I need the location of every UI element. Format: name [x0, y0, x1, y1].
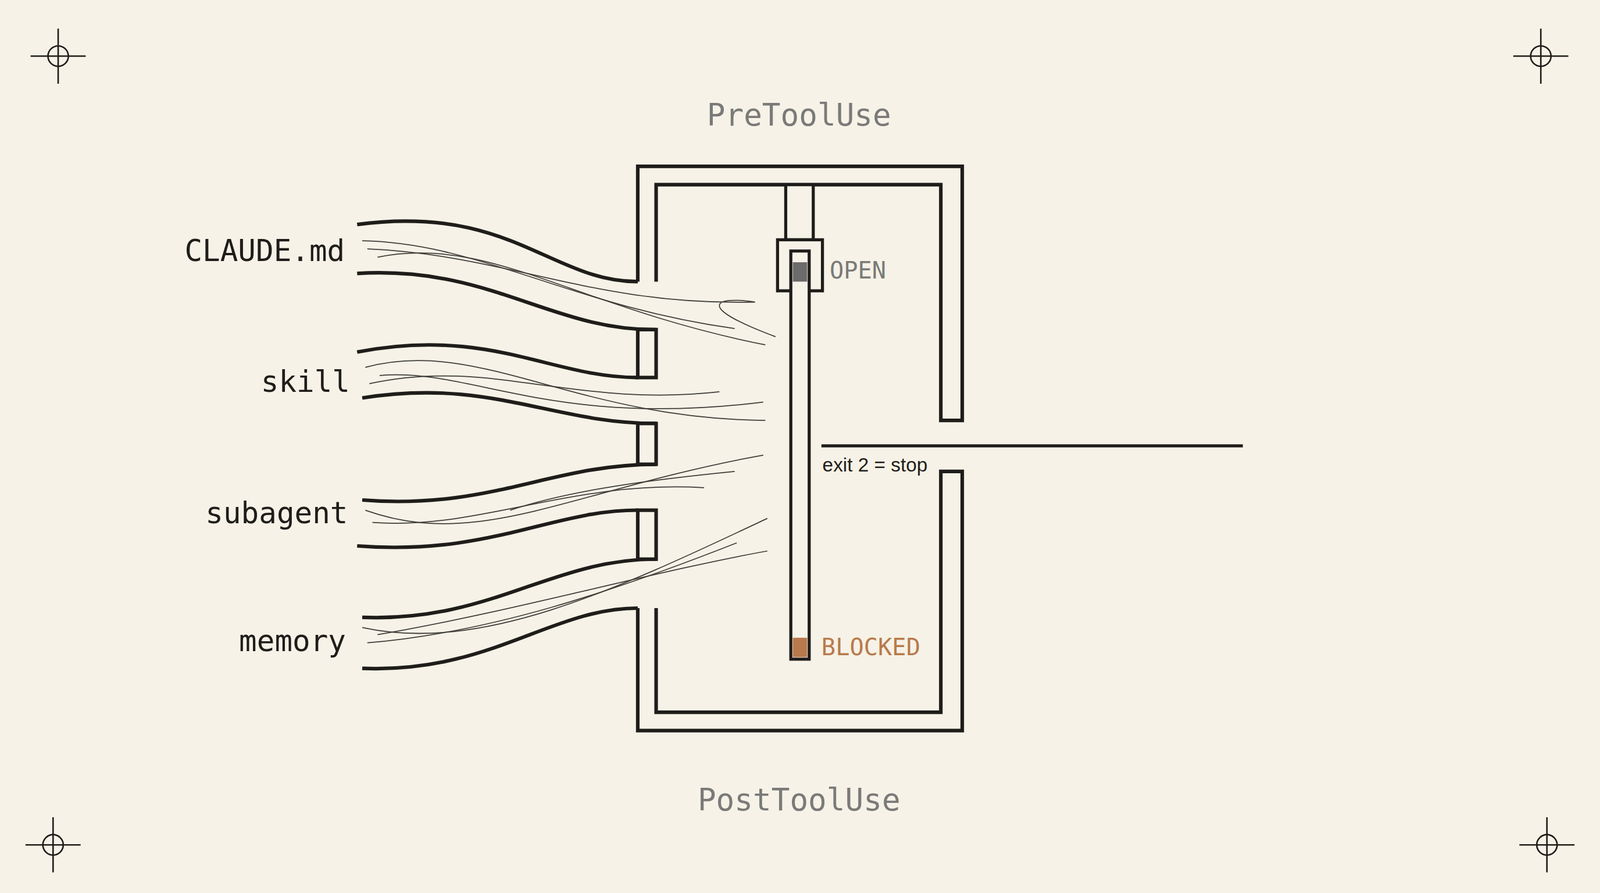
hook-label: PreToolUse — [706, 97, 892, 132]
source-label: skill — [261, 366, 350, 399]
source-label: memory — [238, 625, 346, 659]
exit-note: exit 2 = stop — [822, 454, 928, 477]
pipes — [356, 220, 656, 669]
source-label: CLAUDE.md — [184, 236, 345, 269]
housing — [637, 166, 963, 731]
valve — [777, 184, 823, 660]
blocked-indicator — [793, 637, 808, 657]
open-indicator — [793, 262, 808, 282]
exit-line — [821, 444, 1244, 448]
strands — [362, 240, 776, 644]
hook-label: PostToolUse — [697, 781, 901, 816]
state-label: BLOCKED — [821, 634, 921, 661]
state-label: OPEN — [829, 258, 887, 285]
source-label: subagent — [205, 498, 348, 531]
corner-marks — [25, 28, 1575, 873]
